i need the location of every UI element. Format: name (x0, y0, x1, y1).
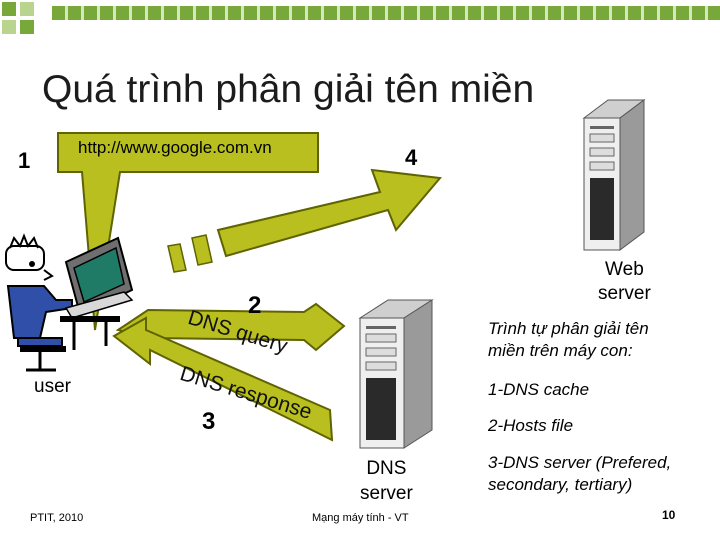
user-label: user (34, 376, 71, 397)
footer-left-text: PTIT, 2010 (30, 512, 84, 524)
step-4-label: 4 (405, 145, 418, 170)
footer-middle-text: Mạng máy tính - VT (312, 512, 409, 524)
notes-title-line2: miền trên máy con: (488, 341, 633, 360)
notes-title-line1: Trình tự phân giải tên (488, 319, 649, 338)
web-server-label-line2: server (598, 283, 651, 304)
arrow-to-web-server (167, 168, 442, 273)
dns-server-label: DNS server (360, 456, 413, 506)
top-stripe (52, 6, 720, 20)
dns-server-icon (358, 299, 434, 449)
slide-title: Quá trình phân giải tên miền (42, 68, 535, 111)
url-text: http://www.google.com.vn (78, 138, 272, 157)
user-figure (5, 233, 73, 372)
note-item-2: 2-Hosts file (488, 416, 574, 435)
note-item-3: 3-DNS server (Prefered, secondary, terti… (488, 452, 671, 496)
web-server-label: Web server (598, 258, 651, 306)
dns-server-label-line2: server (360, 483, 413, 504)
dns-query-arrow (115, 302, 346, 352)
note-item-1: 1-DNS cache (488, 380, 590, 399)
note-item-3-line1: 3-DNS server (Prefered, (488, 453, 672, 472)
note-item-3-line2: secondary, tertiary) (488, 475, 633, 494)
step-2-label: 2 (248, 292, 262, 319)
step-3-label: 3 (202, 408, 216, 435)
dns-server-label-line1: DNS (366, 458, 407, 479)
page-number: 10 (662, 508, 676, 522)
web-server-icon (582, 99, 646, 251)
user-computer (60, 236, 134, 350)
step-1-label: 1 (18, 148, 31, 173)
corner-logo (2, 2, 34, 34)
dns-response-arrow (112, 316, 334, 442)
notes-title: Trình tự phân giải tên miền trên máy con… (488, 318, 649, 362)
web-server-label-line1: Web (605, 259, 644, 280)
